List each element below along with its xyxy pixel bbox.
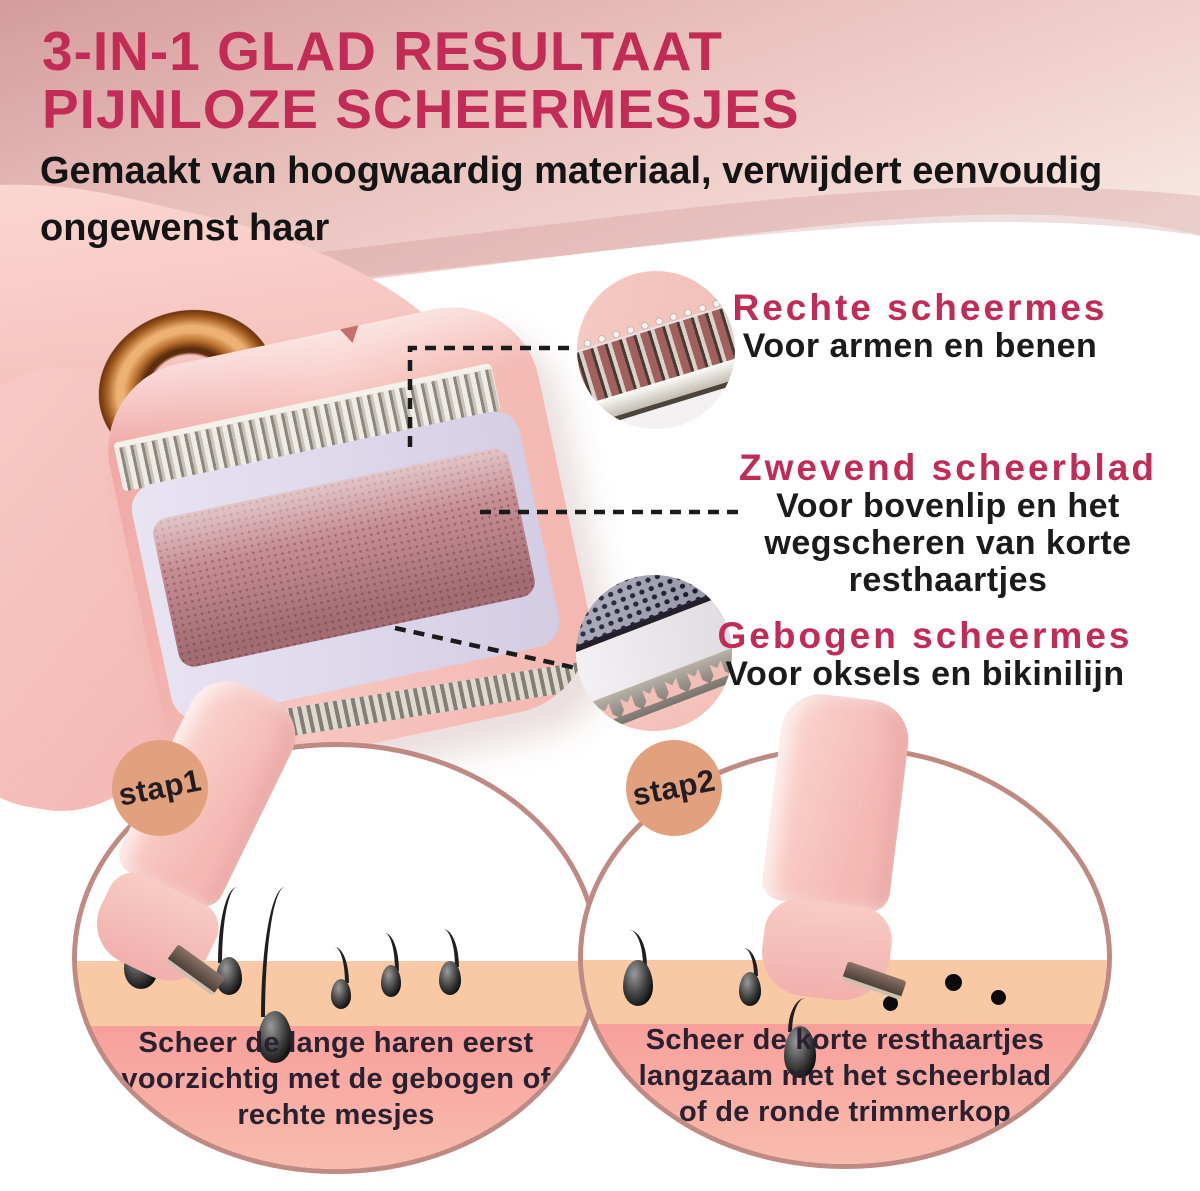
- callout-1-line: Voor armen en benen: [742, 327, 1098, 365]
- callout-1-body: Voor armen en benen: [720, 328, 1120, 365]
- title-line-1: 3-IN-1 GLAD RESULTAAT: [42, 20, 723, 82]
- step-1-badge-label: stap1: [115, 762, 205, 813]
- page-subtitle: Gemaakt van hoogwaardig materiaal, verwi…: [40, 143, 1102, 257]
- step-1-caption-line: rechte mesjes: [237, 1099, 435, 1131]
- subtitle-line-2: ongewenst haar: [40, 207, 330, 249]
- page-title: 3-IN-1 GLAD RESULTAAT PIJNLOZE SCHEERMES…: [42, 22, 800, 138]
- detail-photo-curved-blade: [576, 575, 732, 731]
- callout-straight-blade: Rechte scheermes Voor armen en benen: [720, 288, 1120, 365]
- callout-2-heading: Zwevend scheerblad: [739, 447, 1157, 488]
- step-2-caption: Scheer de korte resthaartjes langzaam me…: [604, 1022, 1086, 1130]
- step-1-caption-line: voorzichtig met de gebogen of: [121, 1063, 551, 1095]
- stubble-dot: [945, 974, 962, 991]
- stubble-dot: [883, 996, 898, 1011]
- floating-foil: [150, 445, 538, 670]
- stubble-dot: [991, 990, 1006, 1005]
- hair-short: [379, 933, 403, 997]
- callout-3-line: Voor oksels en bikinilijn: [725, 655, 1125, 693]
- step-2-caption-line: Scheer de korte resthaartjes: [645, 1024, 1045, 1056]
- callout-2-body: Voor bovenlip en het wegscheren van kort…: [728, 488, 1168, 599]
- detail-1-layers: [577, 271, 735, 429]
- hair-long: [255, 887, 295, 1063]
- step-1-circle: Scheer de lange haren eerst voorzichtig …: [72, 742, 600, 1174]
- hair-short: [621, 930, 655, 1006]
- hair-short: [783, 998, 817, 1078]
- callout-1-heading: Rechte scheermes: [732, 287, 1108, 328]
- callout-2-line: wegscheren van korte: [764, 524, 1132, 562]
- hair-short: [329, 947, 353, 1009]
- step-1-caption: Scheer de lange haren eerst voorzichtig …: [98, 1025, 575, 1133]
- hair-short: [737, 948, 763, 1006]
- detail-photo-straight-blade: [577, 271, 735, 429]
- callout-3-body: Voor oksels en bikinilijn: [705, 656, 1145, 693]
- step-2-badge-label: stap2: [629, 762, 719, 813]
- callout-3-heading: Gebogen scheermes: [717, 615, 1133, 656]
- callout-2-line: Voor bovenlip en het: [776, 487, 1120, 525]
- subtitle-line-1: Gemaakt van hoogwaardig materiaal, verwi…: [40, 150, 1103, 192]
- step-2-caption-line: of de ronde trimmerkop: [678, 1096, 1012, 1128]
- step-1-caption-line: Scheer de lange haren eerst: [138, 1027, 534, 1059]
- hair-short: [437, 929, 463, 995]
- skin-lower-layer: [77, 1026, 595, 1169]
- title-line-2: PIJNLOZE SCHEERMESJES: [42, 78, 800, 140]
- skin-lower-layer: [583, 1024, 1107, 1164]
- callout-curved-blade: Gebogen scheermes Voor oksels en bikinil…: [705, 616, 1145, 693]
- product-photo: [0, 137, 607, 832]
- callout-2-line: resthaartjes: [848, 561, 1048, 599]
- callout-floating-foil: Zwevend scheerblad Voor bovenlip en het …: [728, 448, 1168, 599]
- shaver-head: [91, 290, 607, 786]
- step-2-caption-line: langzaam met het scheerblad: [638, 1060, 1052, 1092]
